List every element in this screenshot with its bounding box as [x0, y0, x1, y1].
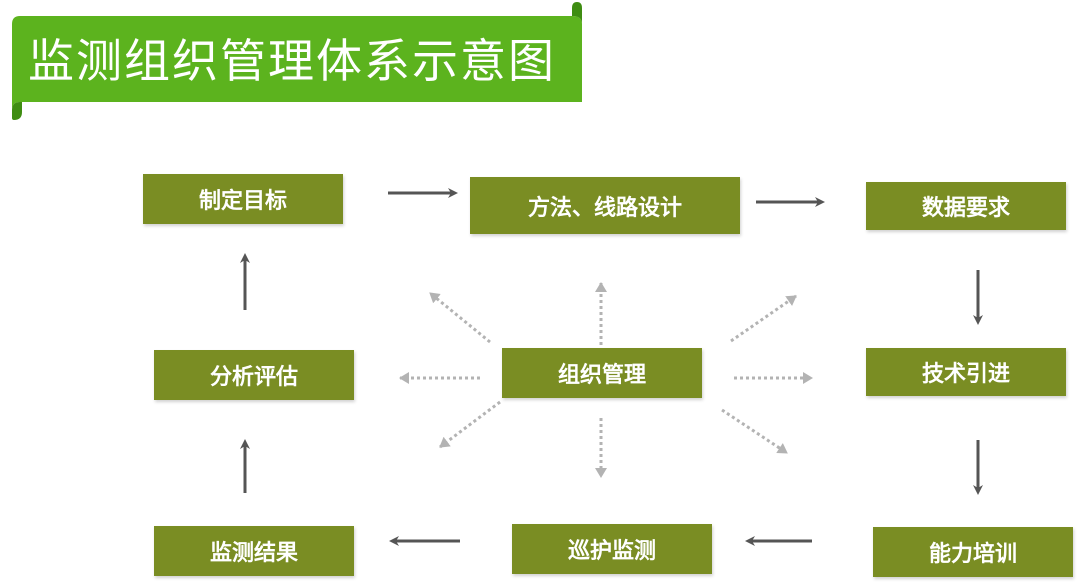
dotted-arrow-down-left [439, 400, 501, 449]
node-patrol-monitoring: 巡护监测 [512, 524, 712, 574]
dotted-arrow-down-right [721, 408, 788, 455]
banner-body [12, 16, 582, 118]
node-data-requirements: 数据要求 [866, 182, 1066, 230]
page-title: 监测组织管理体系示意图 [28, 34, 556, 88]
dotted-arrow-up-right [730, 294, 797, 343]
node-set-goals: 制定目标 [143, 174, 343, 224]
banner-curl-bottom [12, 102, 22, 120]
node-method-route-design: 方法、线路设计 [470, 177, 740, 234]
title-banner [12, 2, 582, 120]
node-technology-introduction: 技术引进 [866, 348, 1066, 396]
node-capacity-training: 能力培训 [873, 527, 1073, 577]
node-analysis-evaluation: 分析评估 [154, 350, 354, 400]
dotted-arrow-up-left [429, 291, 491, 344]
node-organization-management: 组织管理 [502, 348, 702, 398]
node-monitoring-results: 监测结果 [154, 526, 354, 576]
banner-curl-top [572, 2, 582, 24]
